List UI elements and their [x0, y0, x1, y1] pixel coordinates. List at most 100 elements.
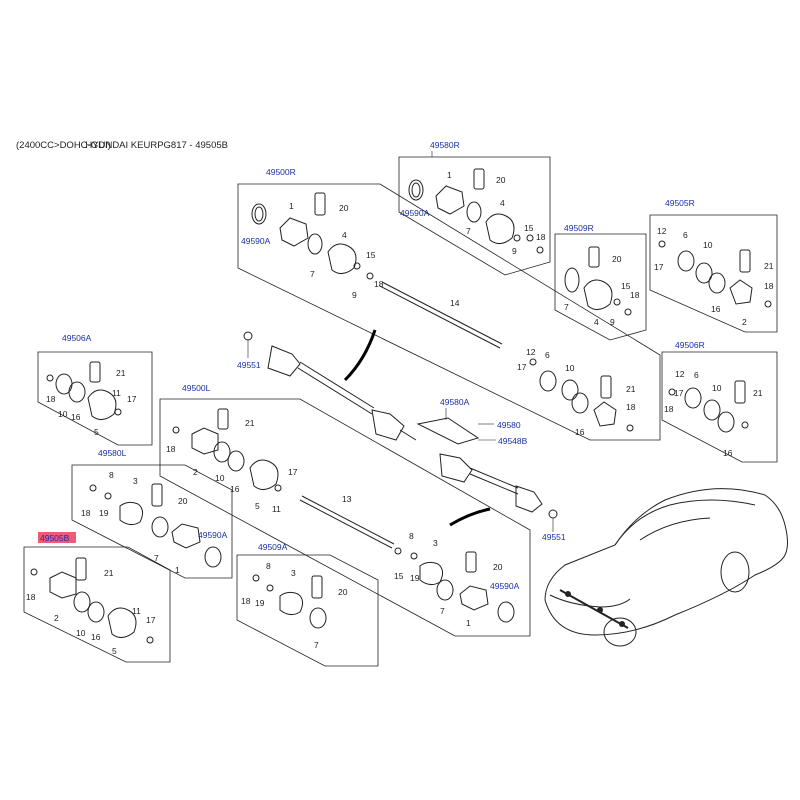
- outer-cv-joint: [267, 345, 301, 377]
- car-body: [544, 488, 788, 636]
- part-code-49500R[interactable]: 49500R: [266, 167, 296, 177]
- part-num-16: 16: [575, 427, 585, 437]
- bracket-assembly: 49580A 49580 49548B: [416, 397, 528, 446]
- inner-joint: [593, 401, 617, 427]
- part-num-18: 18: [536, 232, 546, 242]
- outer-joint: [279, 217, 309, 247]
- part-code-49580A[interactable]: 49580A: [440, 397, 470, 407]
- car-grille: [549, 594, 631, 608]
- part-num-7: 7: [466, 226, 471, 236]
- part-num-19: 19: [410, 573, 420, 583]
- part-num-14: 14: [450, 298, 460, 308]
- part-num-10: 10: [703, 240, 713, 250]
- part-num-20: 20: [339, 203, 349, 213]
- circlip-2: [536, 246, 544, 254]
- part-num-21: 21: [764, 261, 774, 271]
- part-num-20: 20: [493, 562, 503, 572]
- part-num-4: 4: [342, 230, 347, 240]
- part-num-5: 5: [255, 501, 260, 511]
- group-49500L-frame: [159, 398, 531, 637]
- part-code-49506A[interactable]: 49506A: [62, 333, 92, 343]
- part-code-49580[interactable]: 49580: [497, 420, 521, 430]
- part-code-49551-top[interactable]: 49551: [237, 360, 261, 370]
- part-num-18: 18: [764, 281, 774, 291]
- part-code-49590A-r2[interactable]: 49590A: [241, 236, 271, 246]
- part-num-18: 18: [374, 279, 384, 289]
- bracket: [416, 417, 480, 445]
- small-ring: [513, 234, 521, 242]
- part-code-49590A-l1[interactable]: 49590A: [490, 581, 520, 591]
- part-num-20: 20: [612, 254, 622, 264]
- part-code-49506R[interactable]: 49506R: [675, 340, 705, 350]
- part-num-18: 18: [166, 444, 176, 454]
- part-code-49509A[interactable]: 49509A: [258, 542, 288, 552]
- hub-nut: [548, 509, 558, 519]
- part-code-49580R[interactable]: 49580R: [430, 140, 460, 150]
- part-num-15: 15: [394, 571, 404, 581]
- rear-wheel: [720, 551, 750, 593]
- part-code-49505R[interactable]: 49505R: [665, 198, 695, 208]
- part-code-49509R[interactable]: 49509R: [564, 223, 594, 233]
- part-num-1: 1: [466, 618, 471, 628]
- grease-tube: [473, 168, 485, 190]
- clamp-ring-inner: [411, 182, 421, 198]
- engine-spec: (2400CC>DOHC-GDI): [16, 140, 111, 151]
- part-code-49505B[interactable]: 49505B: [40, 533, 70, 543]
- part-num-19: 19: [99, 508, 109, 518]
- part-num-3: 3: [433, 538, 438, 548]
- part-num-9: 9: [352, 290, 357, 300]
- group-49506R-frame: [661, 351, 778, 463]
- part-num-10: 10: [565, 363, 575, 373]
- part-num-21: 21: [753, 388, 763, 398]
- part-num-17: 17: [517, 362, 527, 372]
- part-num-18: 18: [630, 290, 640, 300]
- car-window: [639, 517, 711, 541]
- part-num-3: 3: [133, 476, 138, 486]
- band: [307, 233, 323, 255]
- part-num-6: 6: [694, 370, 699, 380]
- part-num-15: 15: [621, 281, 631, 291]
- part-num-12: 12: [657, 226, 667, 236]
- diagram-title: (2400CC>DOHC-GDI) HYUNDAI KEURPG817 - 49…: [16, 140, 228, 151]
- group-49500R: 49500R 49590A 1 20 7 4 15 18 9 14 12 17 …: [237, 167, 661, 441]
- part-num-16: 16: [711, 304, 721, 314]
- group-49506A: 49506A 21 18 10 16 11 17 5: [37, 333, 153, 446]
- part-num-18: 18: [81, 508, 91, 518]
- pointer-arrow: [343, 329, 377, 382]
- part-num-21: 21: [104, 568, 114, 578]
- part-num-6: 6: [545, 350, 550, 360]
- group-49580L-frame: [71, 464, 233, 579]
- part-code-49551-bottom[interactable]: 49551: [542, 532, 566, 542]
- part-num-7: 7: [154, 553, 159, 563]
- part-num-5: 5: [112, 646, 117, 656]
- part-num-21: 21: [245, 418, 255, 428]
- clamp-ring: [251, 203, 267, 225]
- part-code-49500L[interactable]: 49500L: [182, 383, 211, 393]
- outer-cv-joint: [515, 485, 543, 513]
- part-num-10: 10: [76, 628, 86, 638]
- part-code-49590A-l2[interactable]: 49590A: [198, 530, 228, 540]
- part-code-49580L[interactable]: 49580L: [98, 448, 127, 458]
- group-49505R: 49505R 12 6 17 10 21 18 16 2: [649, 198, 778, 333]
- group-49509A-frame: [236, 554, 379, 667]
- cv-joint-housing: [539, 370, 557, 392]
- part-num-11: 11: [112, 388, 121, 398]
- part-num-2: 2: [742, 317, 747, 327]
- driveshaft-location: [559, 589, 629, 629]
- part-code-49548B[interactable]: 49548B: [498, 436, 528, 446]
- circlip: [526, 234, 534, 242]
- group-49505B: 49505B 21 18 2 10 16 11 17 5: [23, 532, 171, 663]
- grease-tube: [600, 375, 612, 399]
- part-num-20: 20: [496, 175, 506, 185]
- part-num-11: 11: [272, 504, 281, 514]
- clamp-ring: [408, 179, 424, 201]
- grease-tube: [314, 192, 326, 216]
- part-num-10: 10: [712, 383, 722, 393]
- group-49509A: 49509A 8 3 20 18 19 7: [236, 542, 379, 667]
- hub-nut: [243, 331, 253, 341]
- part-num-2: 2: [193, 467, 198, 477]
- part-code-49590A-r1[interactable]: 49590A: [400, 208, 430, 218]
- part-num-20: 20: [178, 496, 188, 506]
- part-num-17: 17: [127, 394, 137, 404]
